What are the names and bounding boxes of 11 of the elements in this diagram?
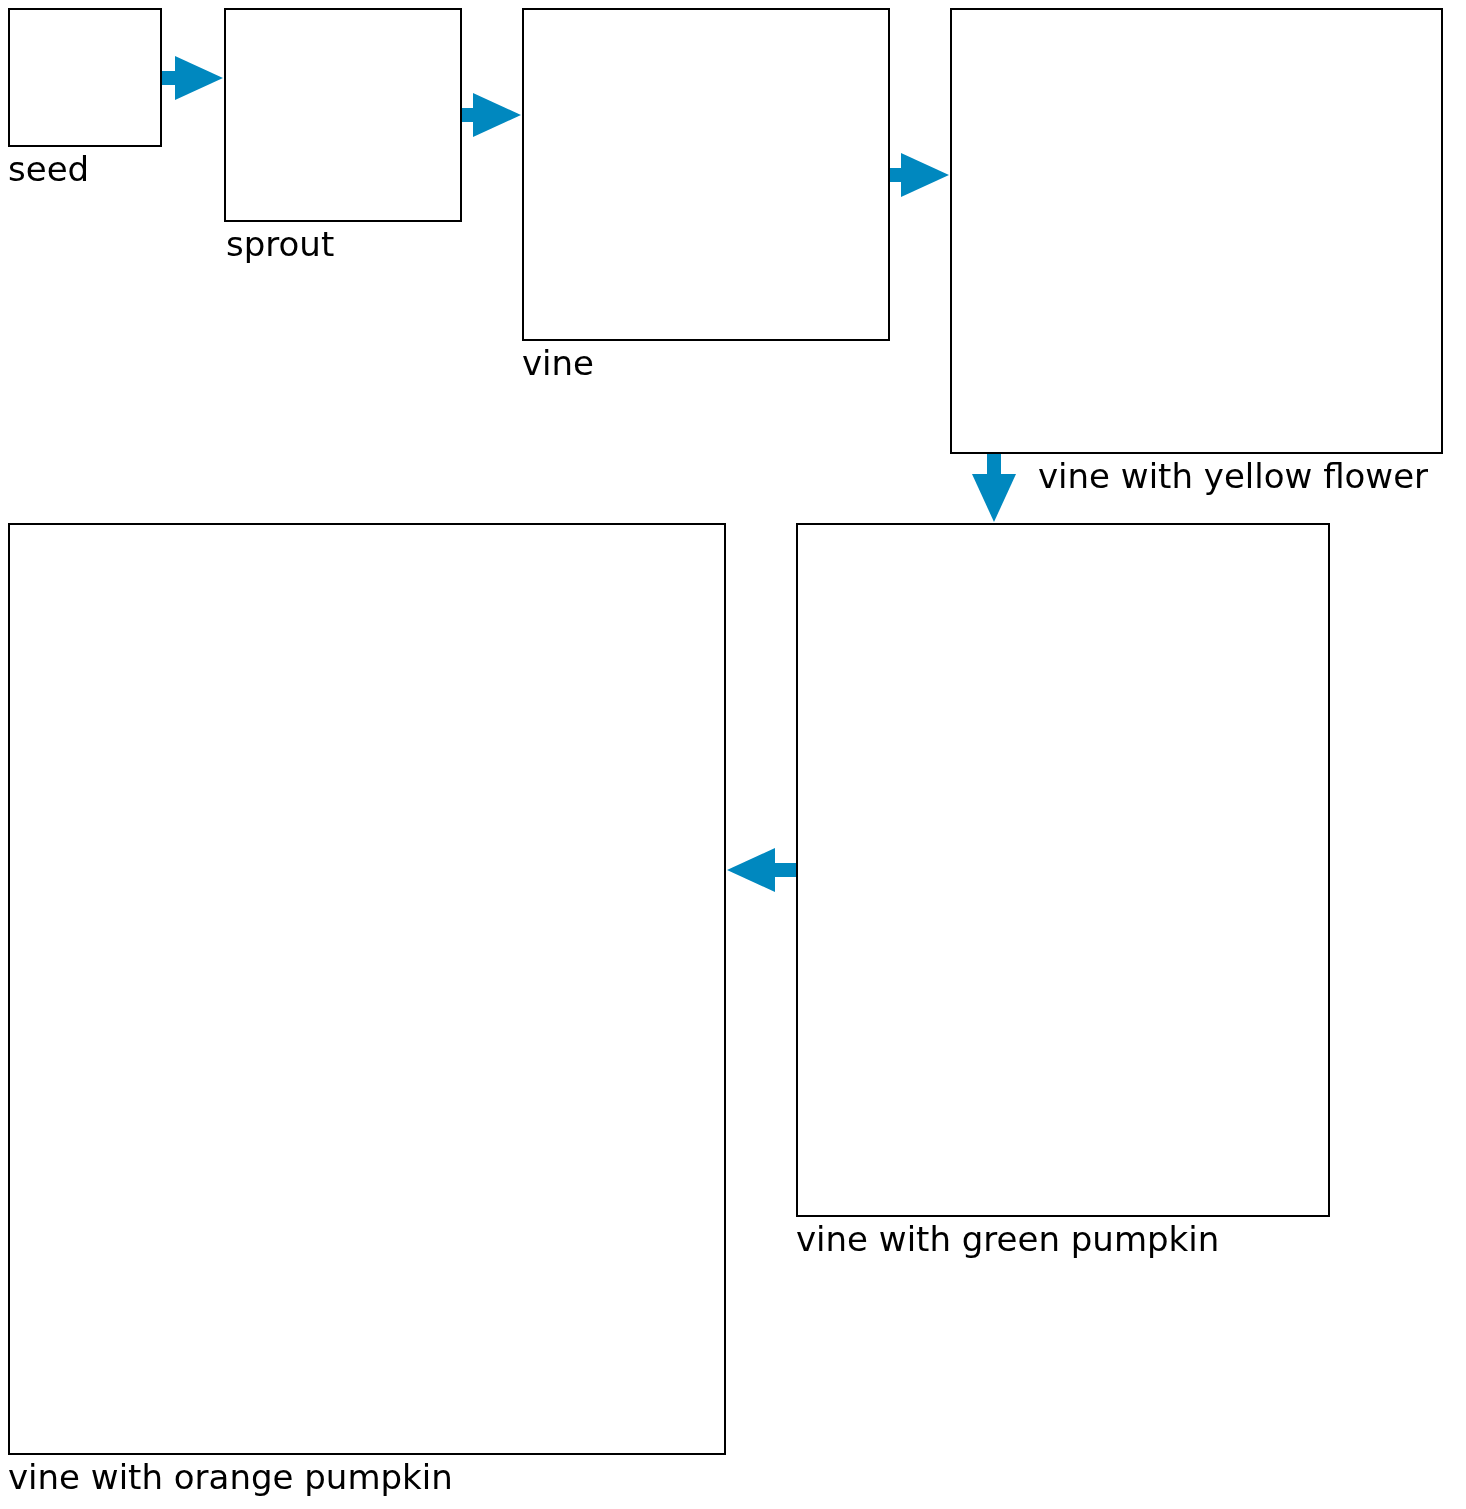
stage-label: vine with orange pumpkin xyxy=(8,1457,453,1497)
arrow xyxy=(972,454,1016,522)
arrow xyxy=(162,56,223,100)
arrow xyxy=(727,848,796,892)
stage-label: vine xyxy=(522,343,595,383)
stage-label: vine with green pumpkin xyxy=(796,1219,1220,1259)
arrow xyxy=(462,93,521,137)
arrow xyxy=(890,153,949,197)
stage-label: vine with yellow flower xyxy=(1038,456,1429,496)
stage-label: seed xyxy=(8,149,90,189)
stage-label: sprout xyxy=(226,224,335,264)
